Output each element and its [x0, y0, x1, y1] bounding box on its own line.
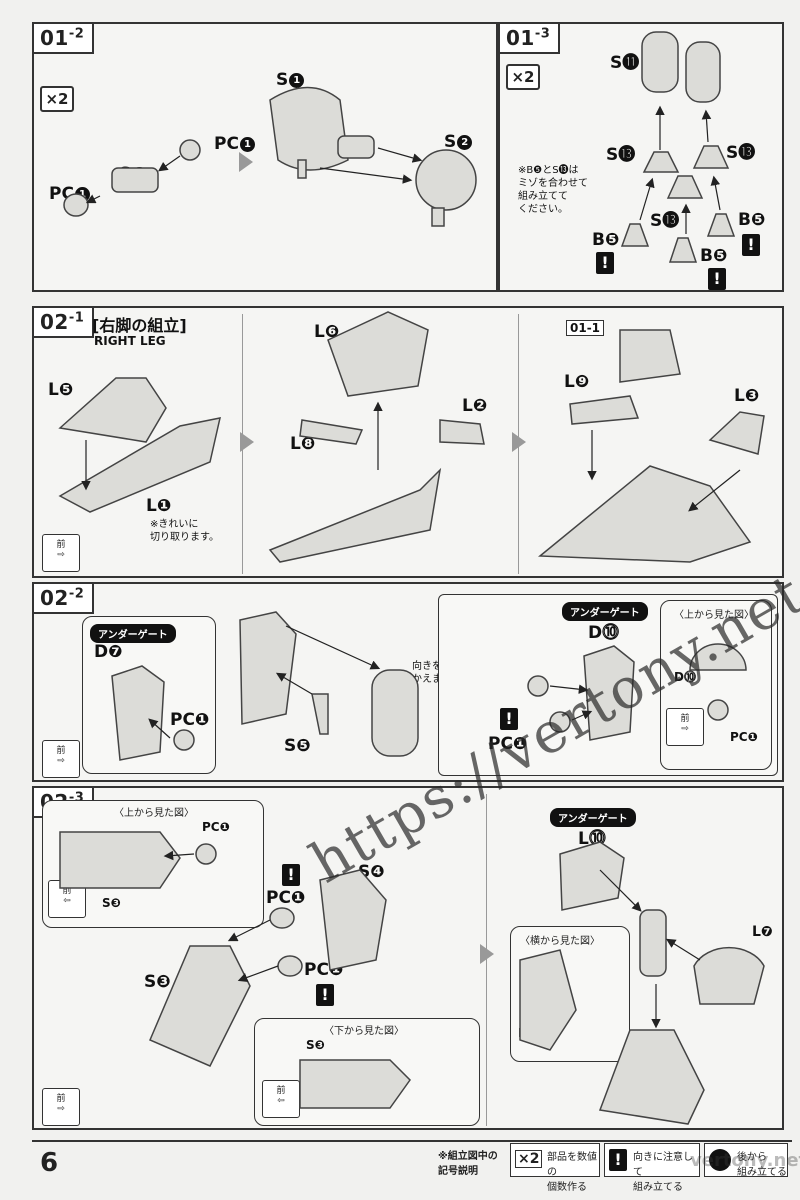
step-02-1-tag: 02-1 [34, 308, 95, 338]
front-direction-indicator: 前⇦ [48, 880, 86, 918]
under-gate-badge: アンダーゲート [550, 808, 636, 827]
flow-arrow [512, 432, 526, 452]
orientation-warning-icon: ! [708, 268, 726, 290]
ref-label-01-1: 01-1 [566, 320, 605, 336]
orientation-warning-icon: ! [500, 708, 518, 730]
rotate-note: 向きをかえます。 [412, 661, 461, 685]
part-label-l9: L❾ [564, 372, 590, 392]
step-01-3-tag: 01-3 [500, 24, 561, 54]
part-label-l2: L❷ [462, 396, 488, 416]
part-label-s13-right: S⓭ [726, 143, 756, 163]
part-label-b5-right: B❺ [738, 210, 766, 230]
front-direction-indicator: 前⇨ [42, 1088, 80, 1126]
part-label-l1: L❶ [146, 496, 172, 516]
later-assembly-icon [709, 1149, 731, 1171]
part-label-l5: L❺ [48, 380, 74, 400]
part-label-s13-mid: S⓭ [650, 211, 680, 231]
step-02-2-tag: 02-2 [34, 584, 95, 614]
part-label-s3-c: S❸ [306, 1038, 325, 1052]
legend-warning: ! 向きに注意して組み立てる [604, 1143, 700, 1193]
footer-rule [32, 1140, 792, 1182]
legend-multiplier: ×2 部品を数値の個数作る [510, 1143, 600, 1193]
part-label-s3-b: S❸ [144, 972, 171, 992]
orientation-warning-icon: ! [742, 234, 760, 256]
part-label-l3: L❸ [734, 386, 760, 406]
part-label-d10: D⓾ [588, 623, 620, 643]
part-label-l8: L❽ [290, 434, 316, 454]
front-direction-indicator: 前⇨ [666, 708, 704, 746]
part-label-s13-left: S⓭ [606, 145, 636, 165]
step-01-2-tag: 01-2 [34, 24, 95, 54]
cut-note: ※きれいに切り取ります。 [150, 519, 219, 543]
orientation-warning-icon: ! [609, 1149, 627, 1171]
watermark-small: vertony.net [690, 1150, 800, 1171]
top-view-title: 〈上から見た図〉 [674, 610, 754, 621]
part-label-l10: L⓾ [578, 829, 606, 849]
part-label-b5-left: B❺ [592, 230, 620, 250]
page-number: 6 [40, 1148, 59, 1178]
part-label-d10-b: D⓾ [674, 670, 696, 684]
part-label-s5: S❺ [284, 736, 311, 756]
part-label-l7: L❼ [752, 924, 773, 940]
part-label-s3-a: S❸ [102, 896, 121, 910]
part-label-b5-mid: B❺ [700, 246, 728, 266]
part-label-d7: D❼ [94, 642, 123, 662]
step-02-1-panel: 02-1 [右脚の組立] RIGHT LEG L❺ L❶ ※きれいに切り取ります… [32, 306, 784, 578]
part-label-pc1-a: PC❶ [202, 820, 230, 834]
part-label-pc1-c: PC❶ [730, 730, 758, 744]
legend-x2-badge: ×2 [515, 1150, 543, 1168]
flow-arrow [480, 944, 494, 964]
flow-arrow [239, 152, 253, 172]
part-label-pc1-c: PC❶ [304, 960, 344, 980]
part-label-pc1-b: PC❶ [266, 888, 306, 908]
part-label-l6: L❻ [314, 322, 340, 342]
orientation-warning-icon: ! [316, 984, 334, 1006]
side-view-title: 〈横から見た図〉 [520, 936, 600, 947]
orientation-warning-icon: ! [282, 864, 300, 886]
under-gate-badge: アンダーゲート [90, 624, 176, 643]
front-direction-indicator: 前⇨ [42, 740, 80, 778]
part-label-pc1: PC❶ [170, 710, 210, 730]
flow-arrow [240, 432, 254, 452]
top-view-title: 〈上から見た図〉 [114, 808, 194, 819]
part-label-l10-b: L⓾ [518, 1026, 538, 1040]
under-gate-badge: アンダーゲート [562, 602, 648, 621]
orientation-warning-icon: ! [596, 252, 614, 274]
multiplier-badge: ×2 [506, 64, 540, 90]
front-direction-indicator: 前⇦ [262, 1080, 300, 1118]
legend-title: ※組立図中の記号説明 [438, 1151, 498, 1177]
part-label-pc1-b: PC❶ [488, 734, 528, 754]
multiplier-badge: ×2 [40, 86, 74, 112]
legend-later-assembly: 後から組み立てる [704, 1143, 788, 1178]
bottom-view-title: 〈下から見た図〉 [324, 1026, 404, 1037]
step-01-3-panel: 01-3 ×2 ※B❺とS⓭はミゾを合わせて組み立ててください。 S⓫ S⓭ S… [498, 22, 784, 292]
section-title-en: RIGHT LEG [94, 334, 166, 348]
section-title-jp: [右脚の組立] [92, 316, 187, 335]
part-label-s11: S⓫ [610, 53, 640, 73]
front-direction-indicator: 前⇨ [42, 534, 80, 572]
assembly-note: ※B❺とS⓭はミゾを合わせて組み立ててください。 [518, 165, 588, 215]
